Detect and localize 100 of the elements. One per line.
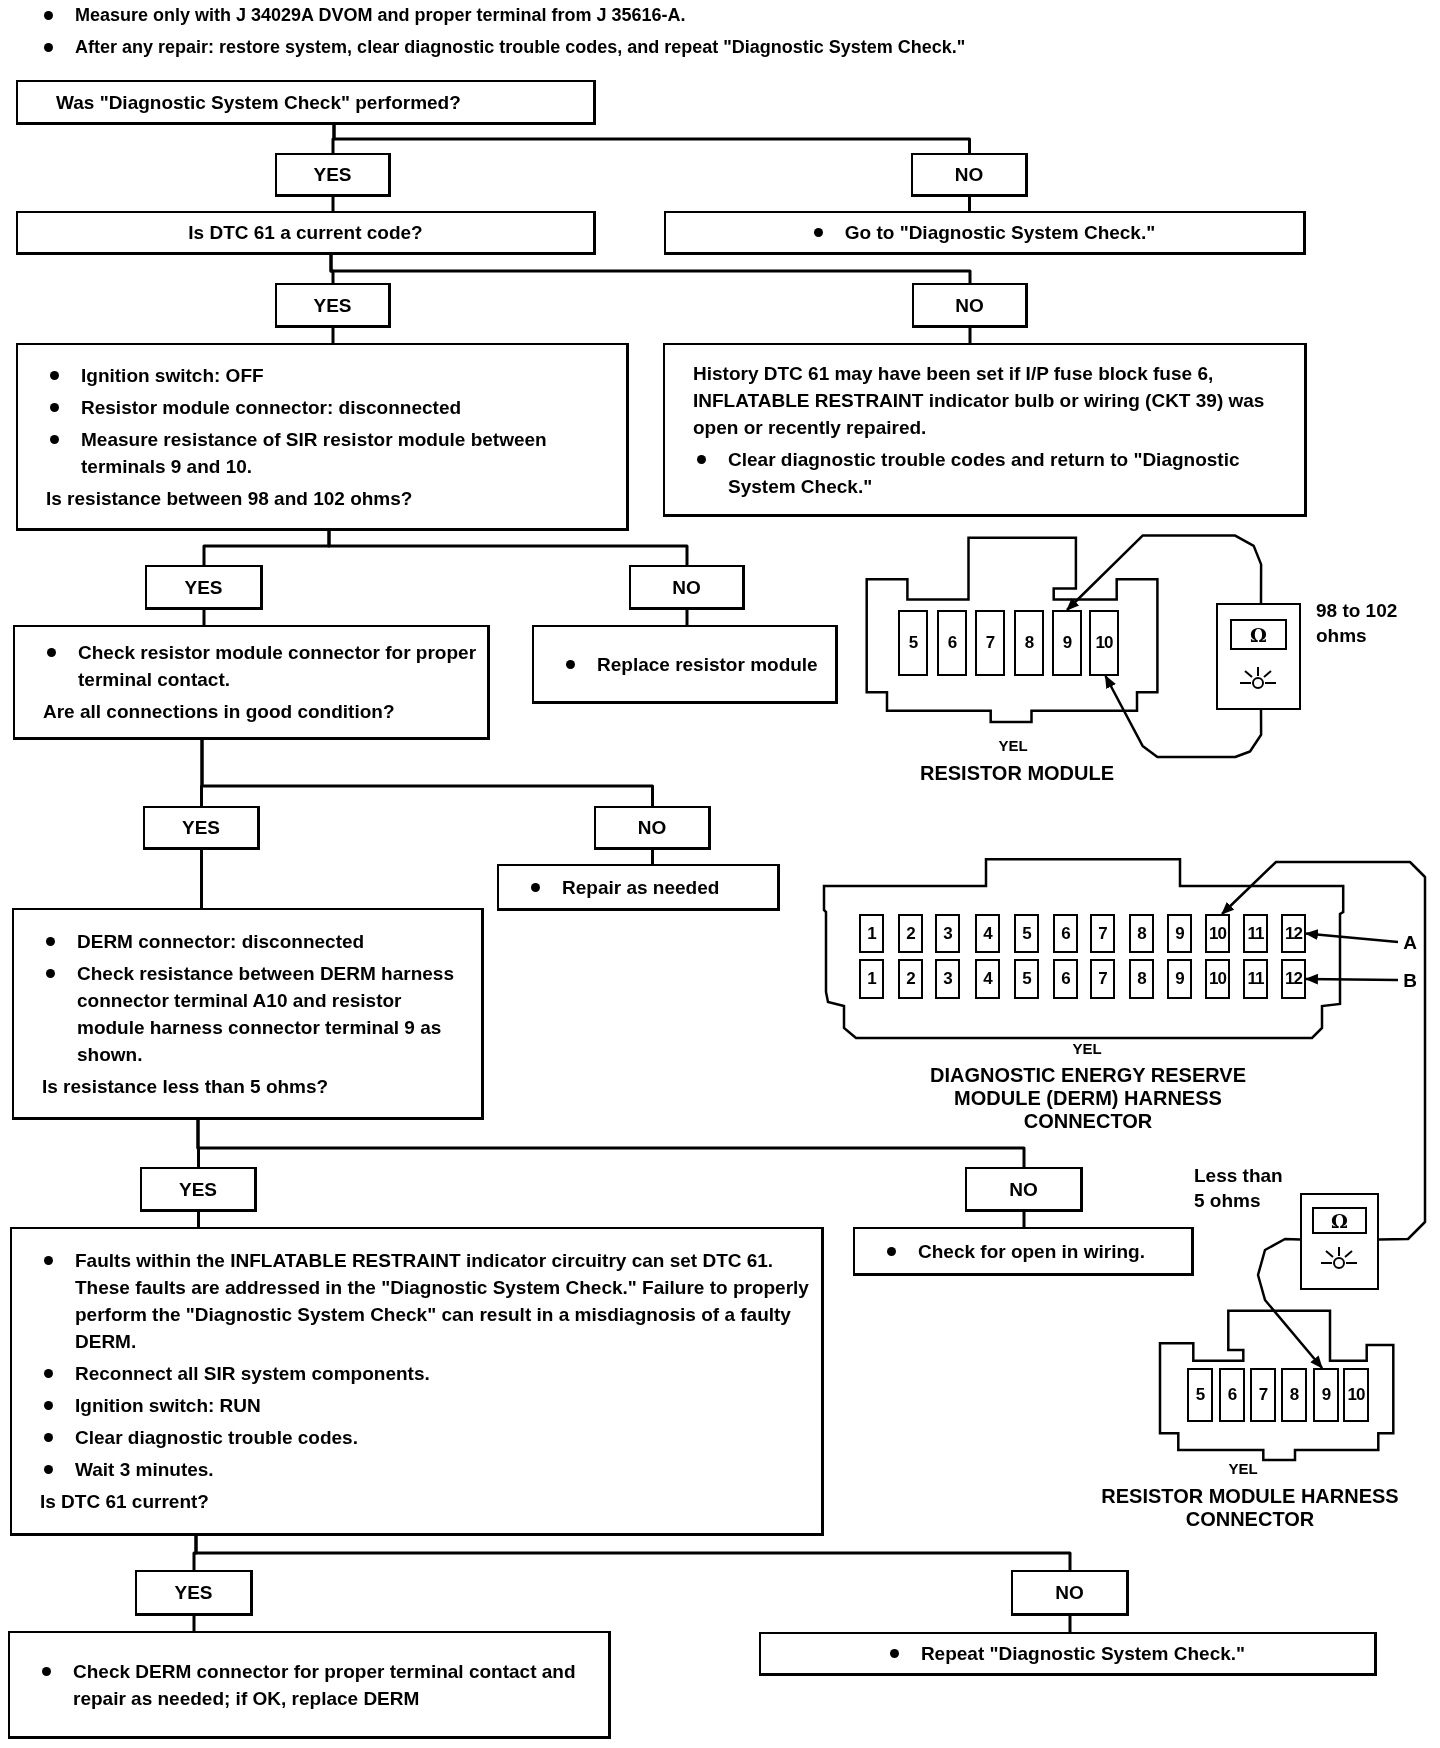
terminal-pin: 6 (1053, 914, 1078, 953)
terminal-pin: 1 (859, 914, 884, 953)
step-text: Measure resistance of SIR resistor module between terminals 9 and 10. (81, 427, 548, 479)
connector-line (332, 125, 971, 153)
answer-box (140, 1167, 257, 1212)
leader-line (1304, 929, 1399, 944)
step-text: History DTC 61 may have been set if I/P fuse block fuse 6, INFLATABLE RESTRAINT indicator bulb or wiring (CKT 39) was open or recently repaired. (693, 361, 1266, 440)
terminal-pin: 10 (1089, 610, 1119, 676)
terminal-pin: 3 (935, 914, 960, 953)
multimeter-body (1300, 1193, 1379, 1290)
leader-line (1304, 973, 1398, 985)
probe-lead (1066, 534, 1263, 611)
connector-line (685, 610, 689, 625)
terminal-pin: 7 (1090, 959, 1115, 999)
answer-box (911, 153, 1028, 197)
connector-housing (822, 857, 1346, 1040)
step-text: YES (313, 163, 352, 187)
connector-line (202, 610, 206, 625)
step-text: Ignition switch: RUN (75, 1394, 261, 1418)
connector-line (200, 740, 654, 806)
step-text: Resistor module connector: disconnected (81, 395, 462, 420)
connector-line (1068, 1616, 1072, 1632)
connector-line (651, 850, 654, 864)
step-text: NO (637, 816, 667, 840)
terminal-pin: 7 (1090, 914, 1115, 953)
ohm-display: Ω (1312, 1207, 1367, 1234)
measurement-label: Less than 5 ohms (1194, 1164, 1284, 1213)
step-text: Repeat "Diagnostic System Check." (920, 1642, 1246, 1666)
step-text: A (1403, 930, 1417, 955)
connector-line (327, 531, 689, 565)
step-text: Check for open in wiring. (918, 1239, 1145, 1264)
answer-box (629, 565, 745, 610)
step-text: Is DTC 61 current? (40, 1490, 209, 1514)
wire-color-label: YEL (997, 737, 1029, 755)
step-text: YES (174, 1581, 213, 1605)
step-text: DERM connector: disconnected (77, 929, 365, 954)
terminal-pin: 5 (1187, 1368, 1213, 1422)
terminal-pin: 9 (1167, 959, 1192, 999)
terminal-pin: 9 (1313, 1368, 1339, 1422)
connector-line (329, 255, 972, 283)
terminal-pin: 10 (1343, 1368, 1369, 1422)
answer-box (1011, 1570, 1129, 1616)
connector-line (331, 328, 335, 343)
terminal-pin: 4 (975, 914, 1000, 953)
terminal-pin: 8 (1281, 1368, 1307, 1422)
terminal-pin: 6 (1053, 959, 1078, 999)
answer-box (135, 1570, 253, 1616)
step-text: NO (1055, 1581, 1084, 1605)
terminal-pin: 10 (1205, 959, 1230, 999)
step-text: YES (313, 293, 352, 318)
terminal-pin: 5 (1014, 959, 1039, 999)
step-box (663, 343, 1307, 517)
answer-box (143, 806, 260, 850)
step-box (497, 864, 780, 911)
step-text: Clear diagnostic trouble codes. (75, 1426, 358, 1450)
step-text: Check DERM connector for proper terminal contact and repair as needed; if OK, replace DERM (73, 1659, 577, 1711)
step-text: YES (182, 816, 220, 840)
step-text: Is resistance less than 5 ohms? (42, 1074, 329, 1099)
wire-color-label: YEL (1071, 1040, 1103, 1058)
terminal-pin: 4 (975, 959, 1000, 999)
step-text: NO (955, 293, 984, 318)
multimeter-body (1216, 603, 1301, 710)
step-text: Repair as needed (562, 875, 720, 900)
connector-line (197, 1212, 200, 1227)
terminal-pin: 2 (898, 914, 923, 953)
step-text: NO (1009, 1177, 1038, 1202)
connector-line (192, 1616, 196, 1631)
step-text: Are all connections in good condition? (43, 700, 395, 724)
probe-lead (1256, 1237, 1324, 1369)
step-text: Check resistor module connector for proper terminal contact. (78, 641, 477, 692)
wire-color-label: YEL (1227, 1460, 1259, 1478)
step-text: Reconnect all SIR system components. (75, 1362, 430, 1386)
terminal-pin: 12 (1281, 914, 1306, 953)
probe-lead (1221, 860, 1427, 1241)
step-text: Check resistance between DERM harness connector terminal A10 and resistor module harness connector terminal 9 as shown. (77, 961, 455, 1067)
probe-lead (1104, 675, 1263, 759)
step-text: Clear diagnostic trouble codes and return to "Diagnostic System Check." (728, 447, 1241, 499)
terminal-pin: 8 (1129, 959, 1154, 999)
connector-line (331, 197, 335, 211)
terminal-pin: 6 (1219, 1368, 1245, 1422)
step-box (8, 1631, 611, 1739)
step-text: Is resistance between 98 and 102 ohms? (46, 486, 413, 511)
step-text: B (1403, 968, 1417, 993)
step-text: Wait 3 minutes. (75, 1458, 214, 1482)
step-text: Go to "Diagnostic System Check." (844, 221, 1156, 245)
step-box (16, 343, 629, 531)
terminal-pin: 7 (975, 610, 1005, 676)
terminal-pin: 10 (1205, 914, 1230, 953)
measurement-label: 98 to 102 ohms (1316, 599, 1399, 648)
terminal-pin: 5 (1014, 914, 1039, 953)
step-text: Ignition switch: OFF (81, 363, 264, 388)
ohm-display: Ω (1230, 619, 1287, 650)
step-text: Replace resistor module (597, 652, 818, 677)
answer-box (275, 283, 391, 328)
terminal-pin: 1 (859, 959, 884, 999)
note-text: Measure only with J 34029A DVOM and proper terminal from J 35616-A. (75, 4, 686, 27)
terminal-pin: 6 (937, 610, 967, 676)
step-box (532, 625, 838, 704)
answer-box (275, 153, 391, 197)
connector-line (196, 1120, 1026, 1167)
